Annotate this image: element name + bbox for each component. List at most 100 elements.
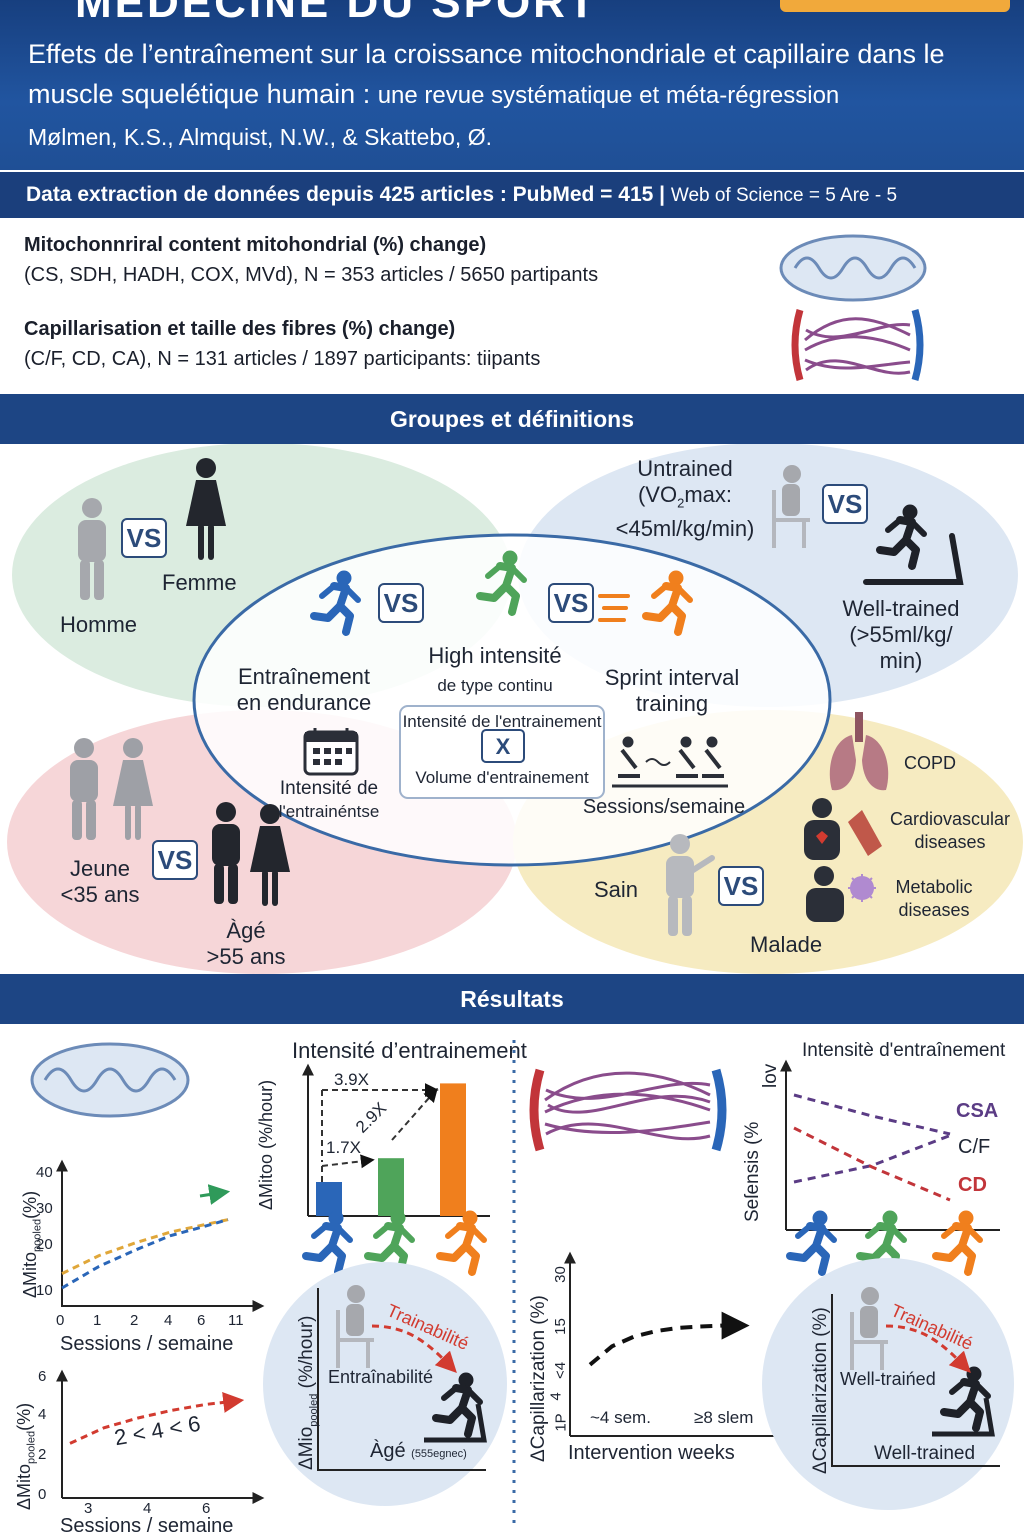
cap-trainability-top: Well-traińed bbox=[840, 1369, 936, 1389]
extraction-main: Data extraction de données depuis 425 ar… bbox=[26, 183, 666, 206]
heart-patient-icon bbox=[804, 798, 882, 860]
chart-b-ytick-2: 2 bbox=[38, 1446, 47, 1463]
bar-chart-bars bbox=[316, 1083, 466, 1216]
paper-title: Effets de l’entraînement sur la croissan… bbox=[28, 34, 1018, 116]
chart-b-series bbox=[69, 1391, 245, 1445]
cap-ytick-4: 4 bbox=[547, 1392, 565, 1401]
metabolic-patient-icon bbox=[806, 866, 876, 922]
bar-2 bbox=[378, 1158, 404, 1216]
label-homme: Homme bbox=[60, 612, 138, 637]
label-young: Jeune <35 ans bbox=[40, 856, 160, 908]
mito-trainability-circle bbox=[263, 1262, 507, 1506]
mito-summary-detail: (CS, SDH, HADH, COX, MVd), N = 353 artic… bbox=[24, 264, 599, 286]
sprint-line-1: Sprint interval bbox=[604, 665, 740, 690]
old-line-2: >55 ans bbox=[206, 944, 286, 969]
line-chart-title: Intensitè d'entraînement bbox=[802, 1040, 1006, 1061]
label-healthy: Sain bbox=[594, 877, 639, 902]
formula-x-box bbox=[481, 729, 525, 763]
chart-b-ytick-6: 6 bbox=[38, 1368, 47, 1385]
old-line-1: Àgé bbox=[226, 918, 266, 943]
label-intensity-training: Intensité de bbox=[279, 778, 379, 799]
legend-cd: CD bbox=[958, 1174, 987, 1196]
chart-a-xtick-4: 4 bbox=[164, 1312, 173, 1329]
sprint-runner-icon bbox=[598, 571, 690, 632]
authors: Mølmen, K.S., Almquist, N.W., & Skattebo… bbox=[28, 124, 492, 150]
line-chart-ylabel-top: lov bbox=[760, 1063, 781, 1088]
chart-a-axes bbox=[61, 1162, 265, 1312]
cardio-line-1: Cardiovascular bbox=[889, 809, 1011, 829]
well-trained-line-3: min) bbox=[879, 648, 923, 673]
untrained-line-3: <45ml/kg/min) bbox=[615, 516, 755, 542]
cap-chart-xlabel: Intervention weeks bbox=[568, 1442, 735, 1464]
formula-volume: Volume d'entrainement bbox=[415, 768, 589, 787]
line-series-csa bbox=[793, 1093, 951, 1136]
extraction-secondary: Web of Science = 5 Are - 5 bbox=[670, 185, 898, 206]
line-sprint-icon bbox=[936, 1211, 980, 1272]
chart-a-ytick-30: 30 bbox=[36, 1200, 53, 1217]
chart-b-ytick-0: 0 bbox=[38, 1486, 47, 1503]
label-diseased: Malade bbox=[750, 932, 823, 957]
chart-b-xtick-3: 3 bbox=[84, 1500, 93, 1517]
label-intensity-training-sub: l'entrainéntse bbox=[278, 802, 380, 821]
line-chart-ylabel: Seſensis (% bbox=[742, 1121, 763, 1222]
healthy-person-icon bbox=[666, 834, 715, 936]
vs-badge-age: VS bbox=[152, 840, 198, 880]
cap-summary-detail: (C/F, CD, CA), N = 131 articles / 1897 p… bbox=[24, 348, 541, 370]
sprint-line-2: training bbox=[635, 691, 709, 716]
label-cardio: Cardiovascular diseases bbox=[884, 808, 1016, 854]
chart-b-xtick-4: 4 bbox=[143, 1500, 152, 1517]
label-well-trained: Well-trained (>55ml/kg/ min) bbox=[826, 596, 976, 674]
cap-ytick-30: 30 bbox=[551, 1266, 569, 1283]
capillary-icon bbox=[791, 309, 924, 381]
chart-a-ytick-20: 20 bbox=[36, 1236, 53, 1253]
title-main: Effets de l’entraînement sur la croissan… bbox=[28, 39, 945, 109]
vs-badge-fitness: VS bbox=[822, 484, 868, 524]
header-banner: MÉDECINE DU SPORT Effets de l’entraîneme… bbox=[0, 0, 1024, 170]
mito-summary-title: Mitochonnriral content mitohondrial (%) … bbox=[24, 234, 487, 256]
mito-trainability-top: Entraînabilité bbox=[328, 1367, 434, 1387]
mito-trainability-ylabel: ΔMiopooled (%/hour) bbox=[296, 1315, 320, 1471]
young-line-1: Jeune bbox=[70, 856, 130, 881]
chart-a-ytick-40: 40 bbox=[36, 1164, 53, 1181]
chart-b-lines bbox=[69, 1391, 245, 1445]
label-copd: COPD bbox=[904, 753, 957, 773]
sessions-cyclists-icon bbox=[612, 736, 728, 788]
journal-badge bbox=[780, 0, 1010, 12]
chart-a-xtick-2: 2 bbox=[130, 1312, 139, 1329]
bar-ratio-1: 1.7X bbox=[326, 1138, 361, 1157]
well-trained-line-1: Well-trained bbox=[842, 596, 960, 621]
vs-badge-health: VS bbox=[718, 866, 764, 906]
formula-times: X bbox=[495, 734, 511, 759]
mito-treadmill-icon bbox=[424, 1373, 487, 1443]
bar-ratio-3: 3.9X bbox=[334, 1070, 369, 1089]
chart-b-xlabel: Sessions / semaine bbox=[60, 1515, 234, 1536]
cap-trainability-bottom: Well-trained bbox=[874, 1443, 976, 1464]
label-endurance: Entraînement en endurance bbox=[226, 664, 382, 716]
title-sub: une revue systématique et méta-régressio… bbox=[377, 82, 840, 109]
chart-a-xtick-11: 11 bbox=[228, 1312, 244, 1329]
label-high-intensity: High intensité bbox=[428, 643, 562, 668]
young-line-2: <35 ans bbox=[60, 882, 140, 907]
vs-badge-sex: VS bbox=[121, 518, 167, 558]
cap-ytick-lt4: <4 bbox=[552, 1361, 570, 1380]
chart-a-xtick-1: 1 bbox=[93, 1312, 102, 1329]
chart-a-lines bbox=[61, 1184, 231, 1290]
endurance-line-2: en endurance bbox=[236, 690, 372, 715]
chart-a-series-2 bbox=[61, 1218, 229, 1290]
journal-name: MÉDECINE DU SPORT bbox=[75, 0, 598, 27]
bar-chart-ratio-arrows bbox=[321, 1083, 439, 1182]
cap-xtick-8w: ≥8 slem bbox=[694, 1408, 754, 1427]
formula-intensity: Intensité de l'entrainement bbox=[402, 712, 602, 731]
label-high-intensity-sub: de type continu bbox=[437, 676, 553, 695]
groups-diagram bbox=[7, 443, 1023, 974]
chart-a-arrow bbox=[199, 1184, 231, 1205]
endurance-line-1: Entraînement bbox=[237, 664, 371, 689]
label-metabolic: Metabolic diseases bbox=[878, 876, 990, 922]
cap-xtick-4w: ~4 sem. bbox=[590, 1408, 651, 1427]
lungs-icon bbox=[829, 712, 889, 791]
chart-a-ytick-10: 10 bbox=[36, 1282, 53, 1299]
vs-badge-high-sprint: VS bbox=[548, 583, 594, 623]
treadmill-runner-icon bbox=[863, 505, 964, 585]
label-femme: Femme bbox=[162, 570, 237, 595]
